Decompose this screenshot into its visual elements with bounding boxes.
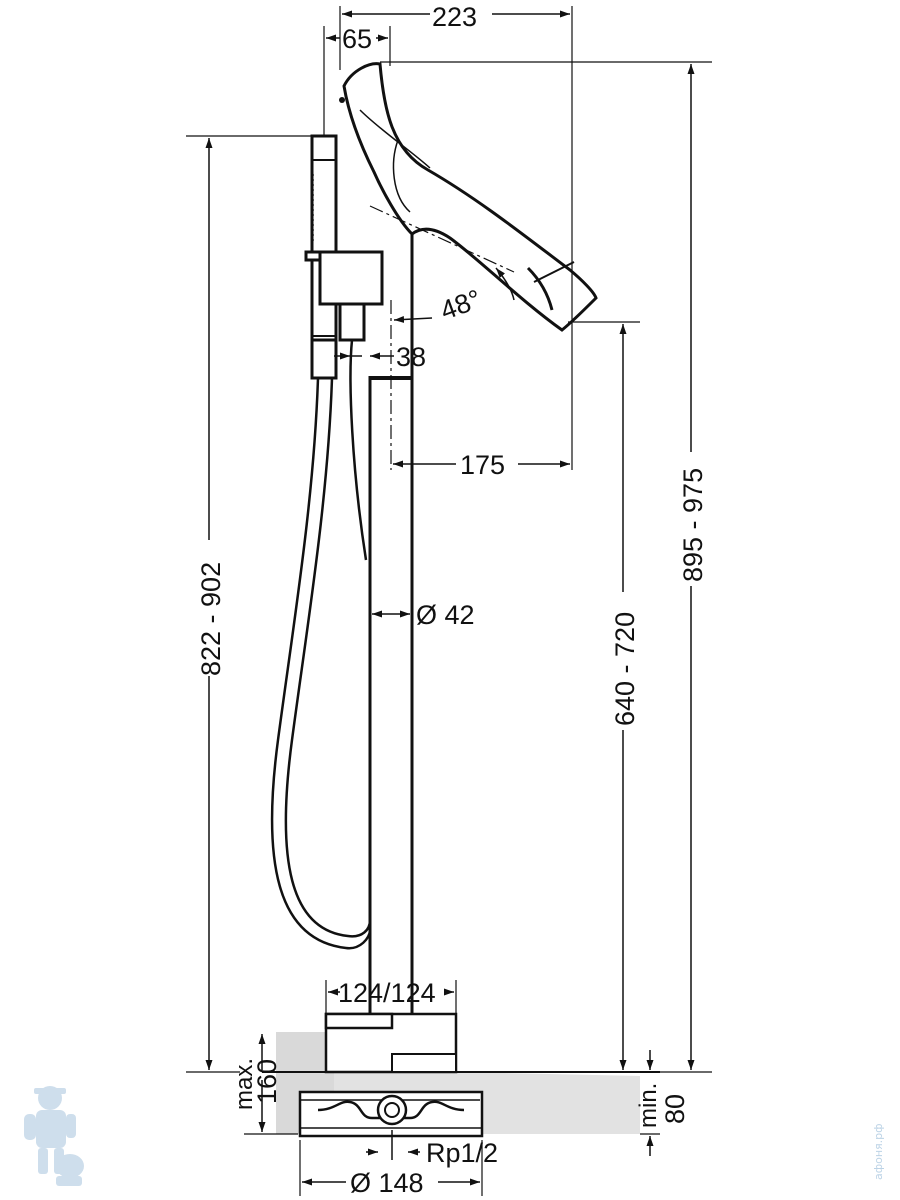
dim-label-38: 38	[396, 342, 426, 372]
dim-label-min: min.	[635, 1083, 662, 1128]
installation-box	[298, 1090, 484, 1138]
dim-label-640: 640 - 720	[610, 612, 640, 726]
dim-label-895: 895 - 975	[678, 468, 708, 582]
dim-48-arc	[393, 315, 433, 323]
dim-label-148: Ø 148	[350, 1168, 424, 1198]
dim-label-175: 175	[460, 450, 505, 480]
mixer-base	[324, 1012, 458, 1074]
spout-center-line	[369, 205, 515, 273]
spout	[339, 62, 598, 332]
dim-label-160: 160	[252, 1059, 282, 1104]
plumber-mascot-icon	[24, 1086, 84, 1186]
dim-label-80: 80	[660, 1094, 690, 1124]
dimension-lines	[205, 10, 695, 1186]
dim-label-822: 822 - 902	[196, 562, 226, 676]
dim-label-124: 124/124	[338, 978, 436, 1008]
dim-label-223: 223	[432, 2, 477, 32]
dim-label-48: 48°	[436, 284, 485, 326]
extension-lines	[186, 6, 712, 1196]
watermark-text: афоня.рф	[872, 1123, 885, 1180]
shower-hose	[270, 339, 372, 950]
dimension-labels: 223 65 48° 38 175 Ø 42 124/124 822 - 902…	[196, 2, 708, 1198]
dim-label-rp: Rp1/2	[426, 1138, 498, 1168]
dim-label-65: 65	[342, 24, 372, 54]
dim-label-42: Ø 42	[416, 600, 475, 630]
shower-holder	[304, 250, 384, 342]
dim-label-max: max.	[231, 1058, 258, 1110]
